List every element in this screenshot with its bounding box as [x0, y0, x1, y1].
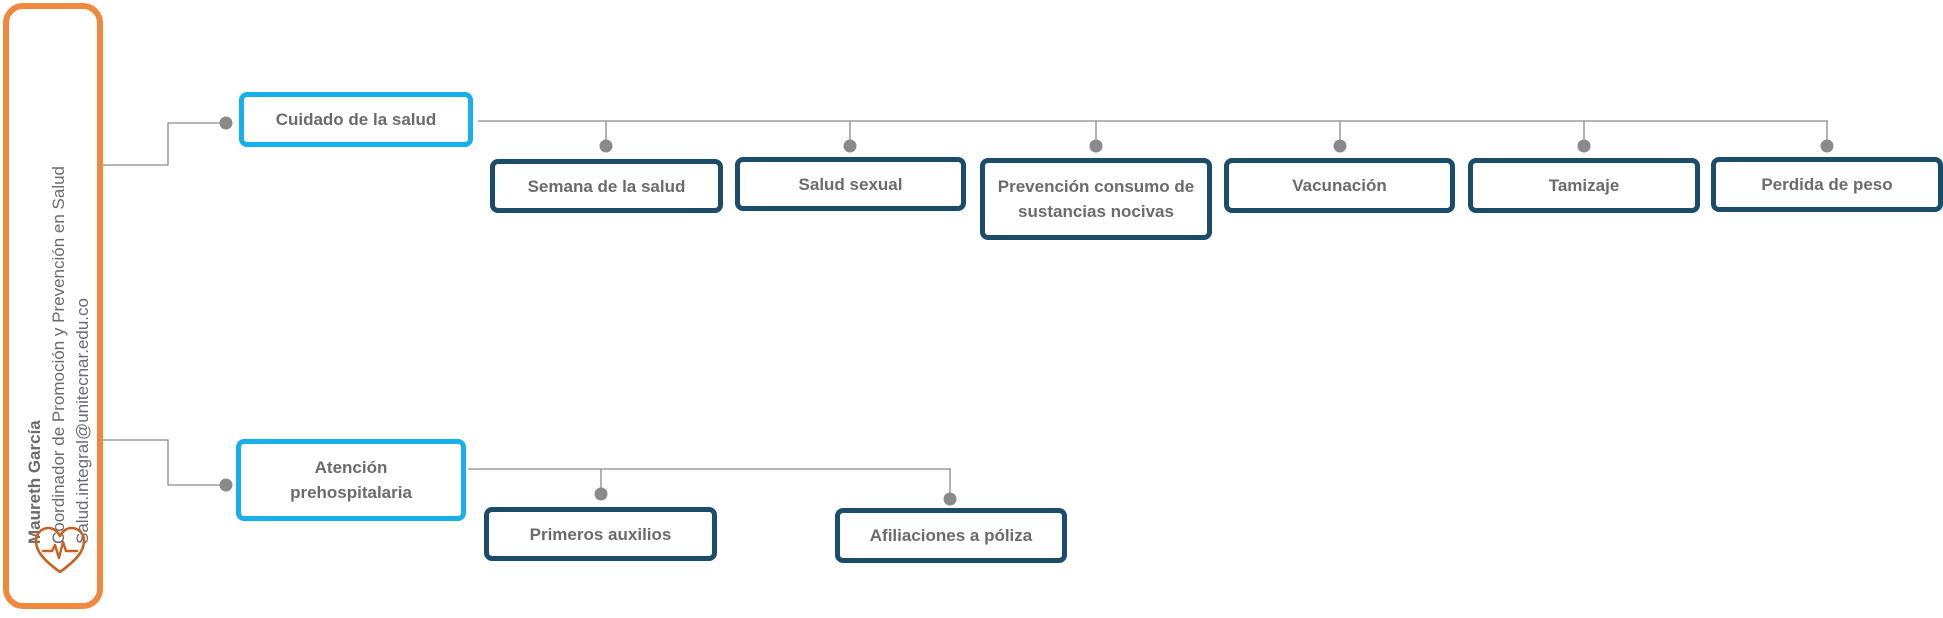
contact-panel: Maureth García Coordinador de Promoción …: [3, 3, 103, 609]
connector-dot: [1089, 139, 1103, 153]
category-cuidado-salud[interactable]: Cuidado de la salud: [239, 92, 473, 147]
connector-dot: [1577, 139, 1591, 153]
item-vacunacion[interactable]: Vacunación: [1224, 158, 1455, 213]
item-label: Salud sexual: [798, 174, 903, 194]
item-primeros-auxilios[interactable]: Primeros auxilios: [484, 507, 717, 561]
item-salud-sexual[interactable]: Salud sexual: [735, 157, 966, 211]
connector-dot: [599, 139, 613, 153]
connector-dot: [219, 116, 233, 130]
category-label: Atención prehospitalaria: [290, 458, 412, 502]
item-tamizaje[interactable]: Tamizaje: [1468, 158, 1700, 213]
item-label: Primeros auxilios: [529, 524, 672, 544]
connector-dot: [1820, 139, 1834, 153]
item-label: Perdida de peso: [1761, 175, 1893, 194]
connector-dot: [843, 139, 857, 153]
item-perdida-peso[interactable]: Perdida de peso: [1711, 157, 1943, 212]
connector-dot: [1333, 139, 1347, 153]
item-label: Prevención consumo de sustancias nocivas: [997, 177, 1195, 221]
item-prevencion-consumo[interactable]: Prevención consumo de sustancias nocivas: [980, 158, 1212, 240]
category-label: Cuidado de la salud: [275, 110, 437, 129]
connector-dot: [594, 487, 608, 501]
item-label: Semana de la salud: [527, 176, 686, 196]
category-atencion-prehospitalaria[interactable]: Atención prehospitalaria: [236, 439, 466, 521]
item-label: Tamizaje: [1548, 176, 1620, 195]
item-semana-salud[interactable]: Semana de la salud: [490, 159, 723, 213]
connector-dot: [219, 478, 233, 492]
connector-dot: [943, 492, 957, 506]
item-afiliaciones-poliza[interactable]: Afiliaciones a póliza: [835, 508, 1067, 563]
heart-pulse-icon: [34, 526, 86, 574]
item-label: Vacunación: [1292, 176, 1387, 195]
item-label: Afiliaciones a póliza: [869, 526, 1033, 545]
